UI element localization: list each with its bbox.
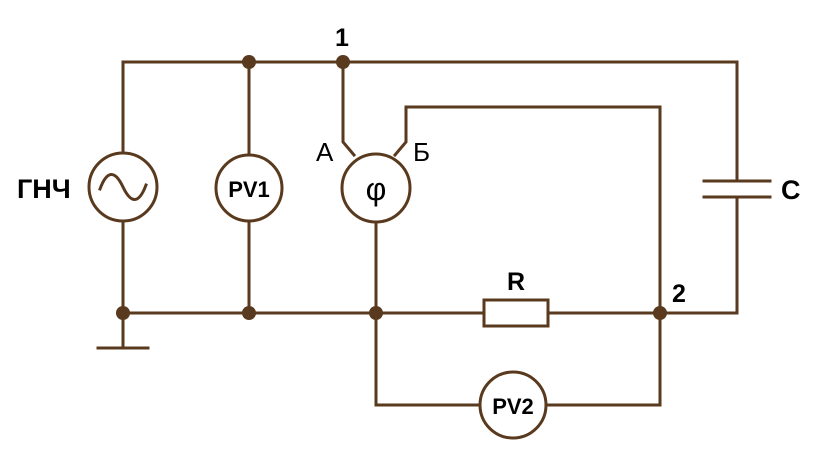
pv2-loop-wire [374,311,662,407]
phase-input-a-wire [341,60,357,158]
node2-label: 2 [672,280,686,308]
sine-wave-source-icon [87,151,159,223]
capacitor-label: С [781,175,801,205]
phase-input-b-label: Б [413,137,430,167]
junction-dot-node2 [653,306,667,320]
capacitor-icon [702,179,772,199]
resistor-label: R [507,268,525,296]
pv1-label: PV1 [228,177,270,202]
junction-dot [242,306,256,320]
phasemeter [340,152,412,224]
phasemeter-label: φ [366,171,387,207]
pv2-label: PV2 [492,394,534,419]
junction-dots [116,55,667,320]
wires [121,60,739,407]
junction-dot [369,306,383,320]
node1-label: 1 [335,24,349,52]
junction-dot [116,306,130,320]
junction-dot [242,55,256,69]
phase-input-b-wire [392,105,662,315]
resistor-icon [482,298,550,328]
generator-label: ГНЧ [17,174,71,204]
voltmeter-pv1 [214,153,284,223]
voltmeter-pv2 [478,370,548,440]
phase-input-a-label: А [316,137,334,167]
junction-dot-node1 [336,55,350,69]
